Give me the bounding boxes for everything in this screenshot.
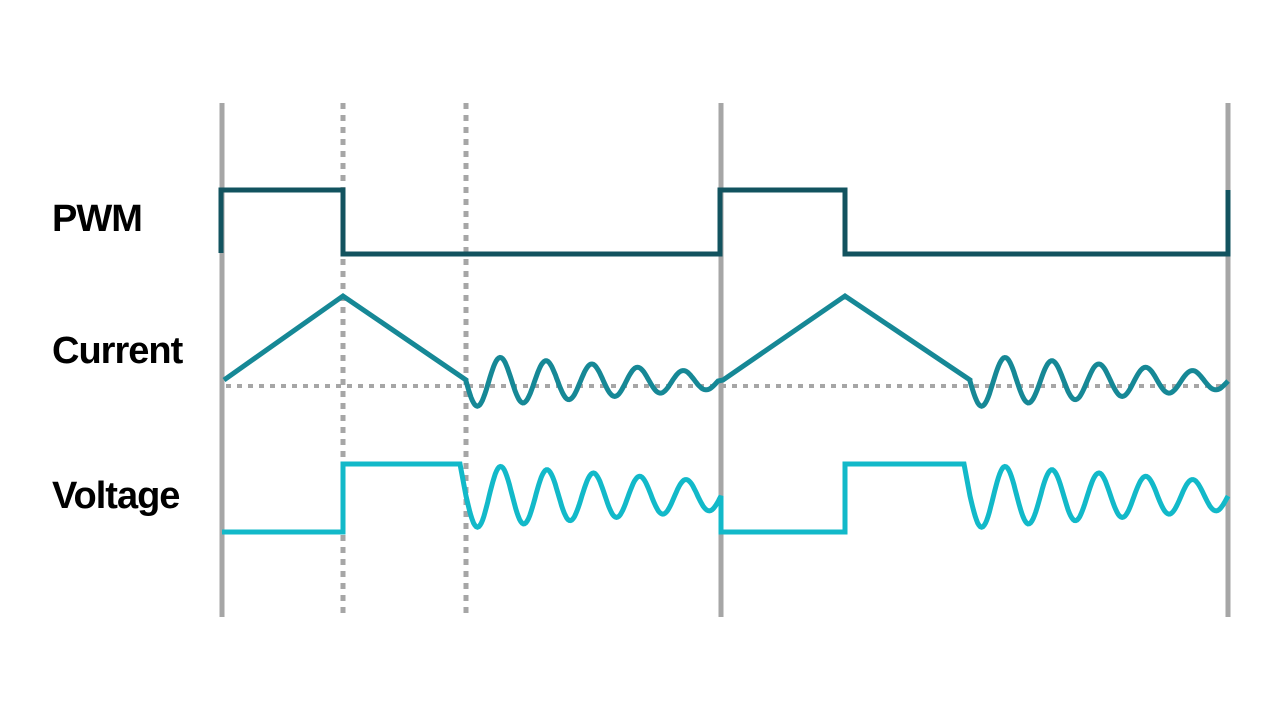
voltage-waveform (222, 461, 1231, 535)
voltage-label: Voltage (52, 475, 179, 517)
current-label: Current (52, 330, 184, 372)
phase-marker-lines (340, 103, 469, 617)
period-boundary-lines (219, 103, 1231, 617)
current-waveform (222, 292, 1230, 409)
pwm-label: PWM (52, 198, 142, 240)
pwm-waveform (218, 187, 1231, 257)
